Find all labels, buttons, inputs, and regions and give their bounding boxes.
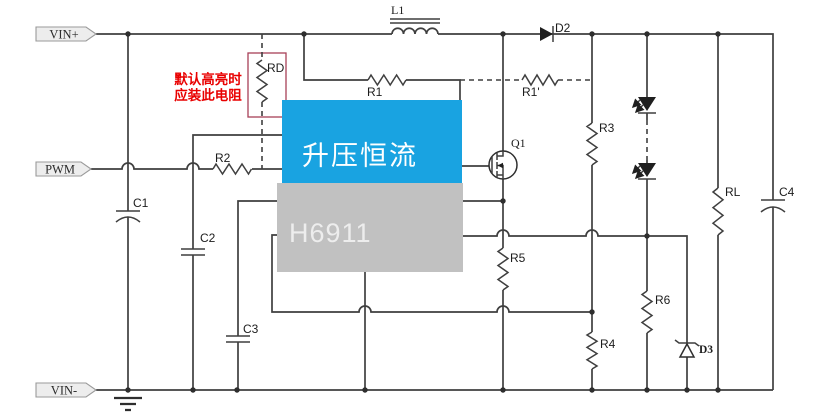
port-vin-plus: VIN+ [35,26,97,42]
chip-part-number: H6911 [289,218,372,248]
chip-part-box [277,183,463,272]
led-1 [631,97,656,114]
note-line2: 应装此电阻 [174,87,242,103]
port-vin-minus: VIN- [35,382,97,398]
pwm-line [91,162,213,170]
chip-function-label: 升压恒流 [302,141,418,171]
label-q1: Q1 [511,136,526,150]
resistor-rl [711,187,725,236]
fb-line [271,234,592,313]
capacitor-c2 [181,248,205,256]
c2-column [192,134,282,390]
port-pwm: PWM [35,161,92,177]
label-r2: R2 [215,151,231,165]
r1-branch-to-chip [406,79,461,100]
capacitor-c4 [760,199,786,213]
vin-plus-label: VIN+ [49,28,78,42]
diode-d2 [540,26,554,42]
vin-minus-label: VIN- [51,384,77,398]
label-c2: C2 [200,231,216,245]
mosfet-q1 [488,150,518,180]
label-d2: D2 [555,21,571,35]
pwm-label: PWM [45,163,75,177]
l1-coil [391,27,439,35]
label-d3: D3 [699,344,713,356]
label-c1: C1 [133,196,149,210]
note-line1: 默认高亮时 [174,71,242,87]
label-c4: C4 [779,185,795,199]
resistor-r4 [585,331,599,370]
wires [91,33,774,391]
ground-symbol [114,396,142,412]
junction-dots [125,31,721,393]
resistor-r5 [496,247,510,291]
resistor-r6 [640,290,654,334]
resistor-r2 [212,162,253,176]
cs-line [463,229,688,343]
r1-branch-left [303,34,368,81]
zener-d3 [674,339,700,358]
top-rail-right [438,33,774,200]
label-c3: C3 [243,322,259,336]
label-r6: R6 [655,293,671,307]
label-rd: RD [267,61,285,75]
inductor-l1 [390,18,440,35]
label-rl: RL [725,185,741,199]
led-2 [631,163,656,180]
label-r1-prime: R1' [522,85,540,99]
capacitor-c1 [115,210,141,223]
label-r1: R1 [367,85,383,99]
resistor-r1 [367,73,407,87]
capacitor-c3 [226,335,250,343]
resistor-rd [255,59,269,103]
label-r4: R4 [600,337,616,351]
label-r3: R3 [599,121,615,135]
resistor-r3 [585,122,599,166]
l1-core-bars [390,18,440,24]
chip-function-box [282,100,462,183]
c3-column [237,200,277,390]
label-r5: R5 [510,251,526,265]
label-l1: L1 [391,3,404,17]
resistor-r1-prime [521,73,559,87]
optional-resistor-outline [247,52,287,118]
